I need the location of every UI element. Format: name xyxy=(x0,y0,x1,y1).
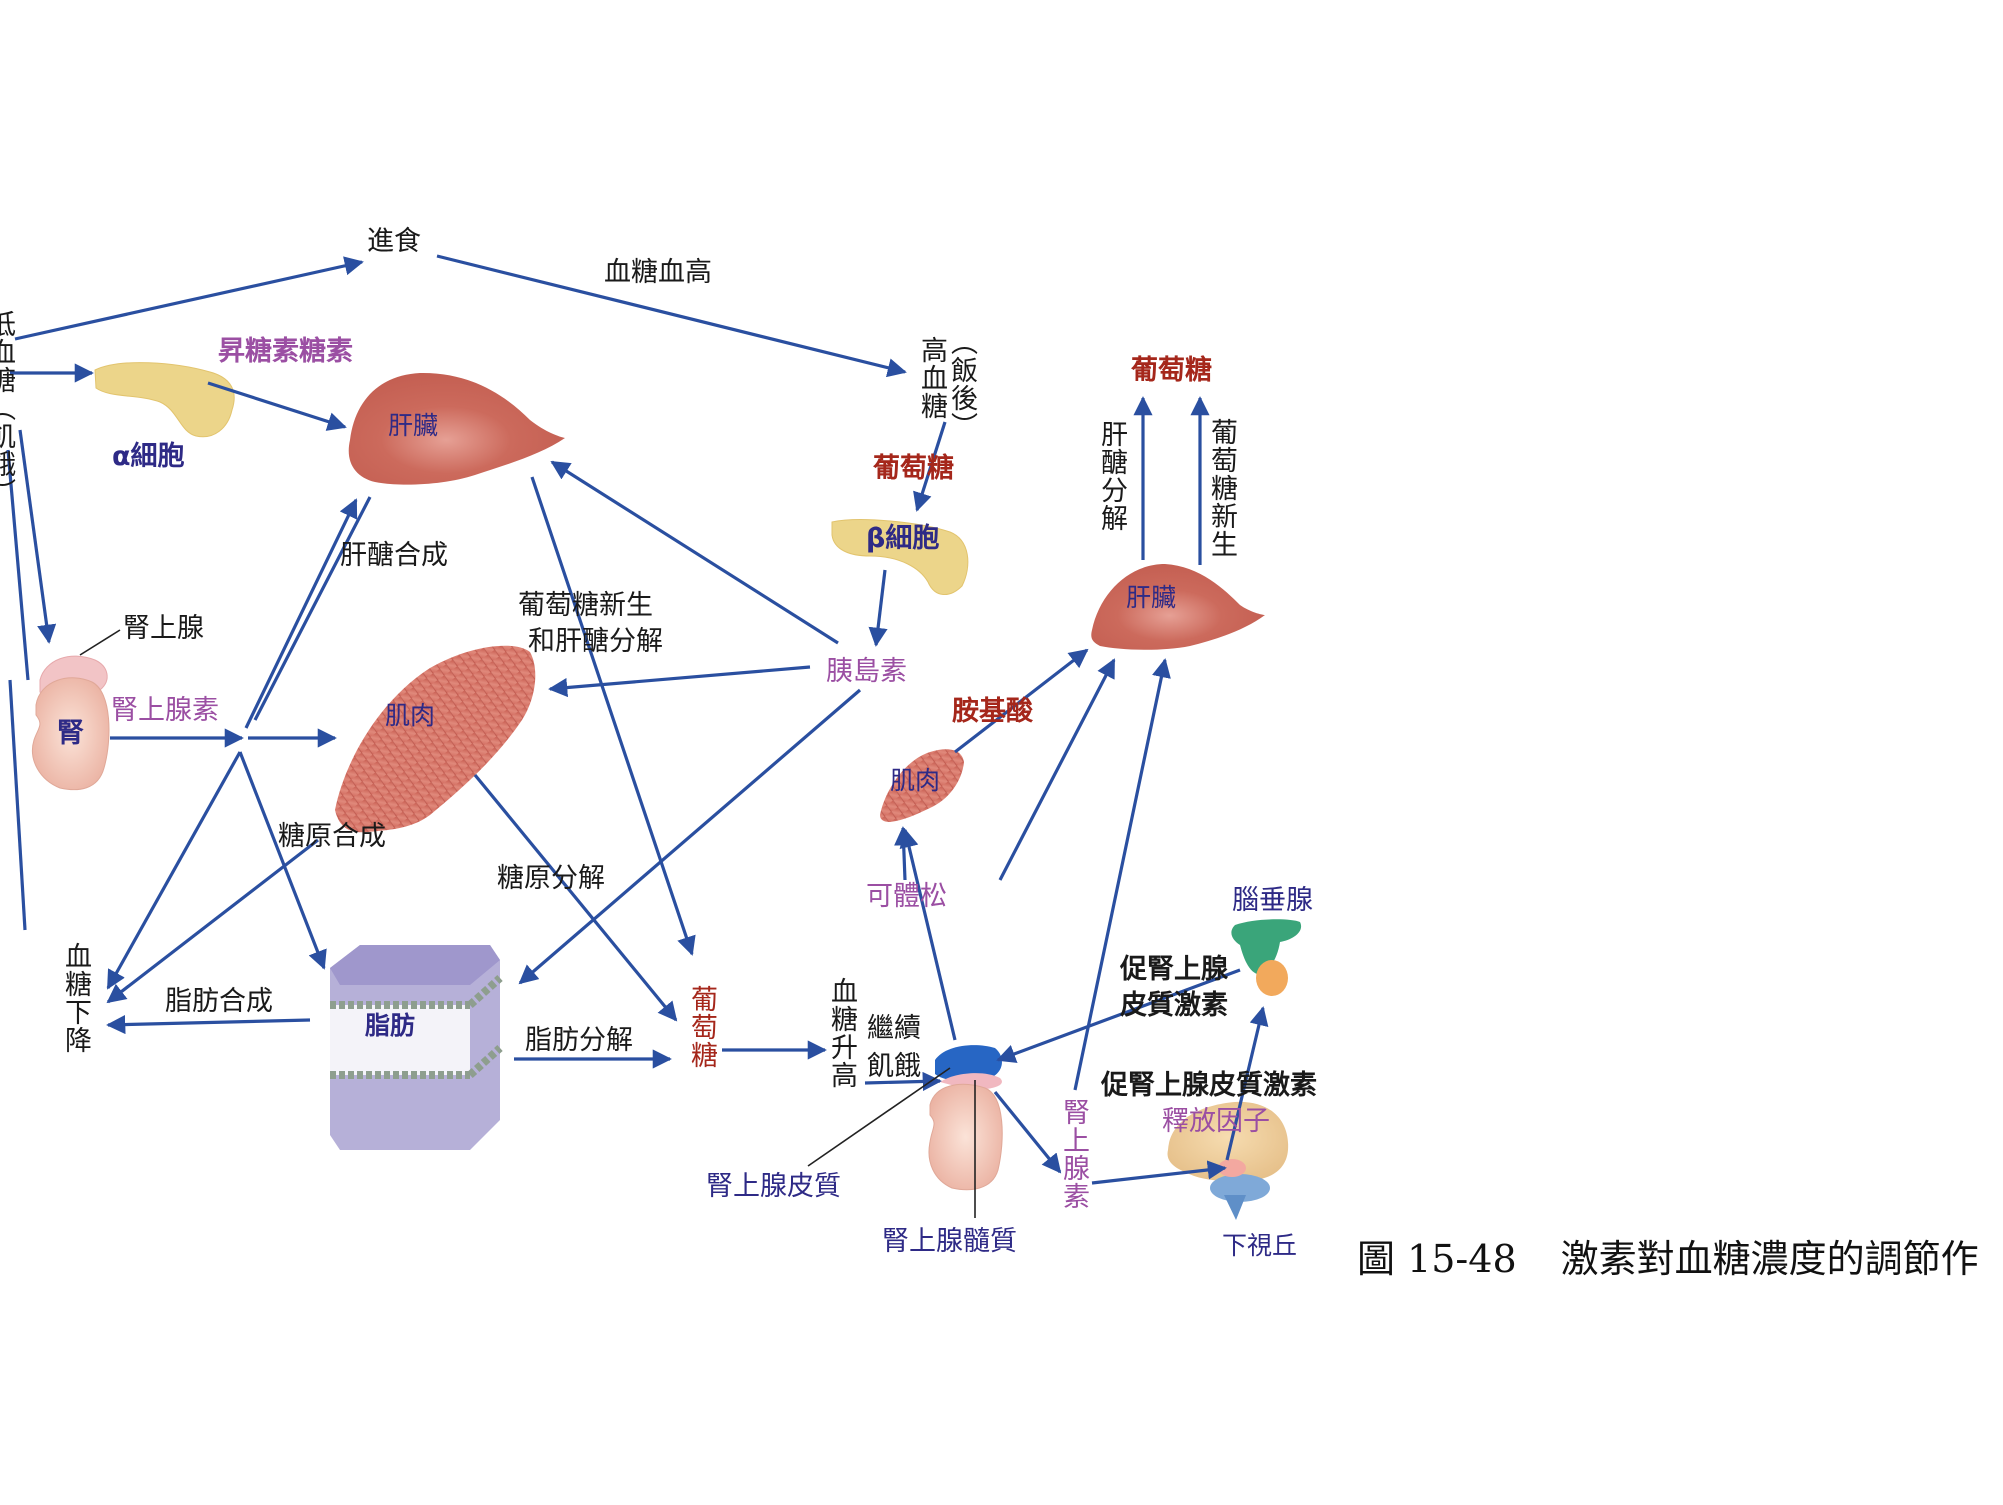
brain-organ xyxy=(1167,1101,1289,1220)
pituitary-label: 腦垂腺 xyxy=(1232,885,1313,916)
arrow-insulin-to-liver xyxy=(550,460,839,645)
fat-synthesis-label: 脂肪合成 xyxy=(165,986,273,1017)
adrenal-kidney-organ-left xyxy=(32,655,110,791)
arrow-hypothalamus-to-pituitary xyxy=(1225,1006,1269,1161)
kidney-label: 腎 xyxy=(57,718,84,749)
glucose-label-center: 葡萄糖 xyxy=(686,985,717,1069)
adrenal-kidney-organ-right xyxy=(928,1045,1003,1191)
line-hunger-to-bsdown-2 xyxy=(8,679,27,931)
arrow-muscle-to-glucose xyxy=(473,773,678,1022)
crh-label-2: 釋放因子 xyxy=(1162,1106,1270,1137)
arrow-liver-to-glucose xyxy=(530,476,696,956)
arrow-epinephrine-to-liver xyxy=(1073,658,1171,1091)
blood-sugar-high-label: 血糖血高 xyxy=(604,257,712,288)
figure-number: 圖 15-48 xyxy=(1357,1237,1517,1281)
fat-tissue-organ xyxy=(330,945,503,1150)
figure-title: 激素對血糖濃度的調節作 xyxy=(1560,1237,1979,1281)
blood-sugar-up-label: 血糖升高 xyxy=(826,977,857,1089)
arrow-fat-to-bsdown xyxy=(106,1014,311,1035)
eating-label: 進食 xyxy=(367,226,421,257)
muscle-organ-right xyxy=(880,749,964,822)
liver-glycogenolysis-label: 肝醣分解 xyxy=(1096,420,1127,532)
line-liver-to-bsdown xyxy=(253,496,372,721)
gluconeogenesis-label-2: 和肝醣分解 xyxy=(528,626,663,657)
arrow-highbs-to-beta xyxy=(913,421,947,512)
glycogenolysis-label: 糖原分解 xyxy=(497,863,605,894)
arrow-muscle-to-bsdown xyxy=(106,838,319,1004)
muscle-organ-left xyxy=(335,645,536,833)
liver-label-right: 肝臟 xyxy=(1126,583,1177,612)
arrow-liver-junction-to-bsdown xyxy=(106,751,242,990)
arrow-junction-to-fat xyxy=(238,751,327,970)
adrenal-cortex-label: 腎上腺皮質 xyxy=(706,1171,841,1202)
epinephrine-label: 腎上腺素 xyxy=(111,695,219,726)
arrow-alpha-to-liver xyxy=(207,381,347,431)
muscle-label-right: 肌肉 xyxy=(890,766,941,795)
line-hunger-to-bsdown xyxy=(6,449,30,681)
arrow-cortisol-path-to-liver xyxy=(998,658,1116,881)
hypothalamus-label: 下視丘 xyxy=(1222,1231,1298,1260)
arrows xyxy=(6,254,1269,1185)
glucose-label-top: 葡萄糖 xyxy=(873,453,954,484)
arrow-beta-to-insulin xyxy=(868,569,888,647)
arrow-eating-to-high-blood-sugar xyxy=(436,254,907,378)
hunger-label-right: 飢餓 xyxy=(867,1051,921,1082)
blood-sugar-down-label: 血糖下降 xyxy=(60,942,91,1054)
arrow-adrenal-to-brain xyxy=(993,1090,1062,1174)
gluconeogenesis-label-right: 葡萄糖新生 xyxy=(1206,418,1237,558)
muscle-label-left: 肌肉 xyxy=(385,701,436,730)
crh-label-1: 促腎上腺皮質激素 xyxy=(1101,1070,1317,1101)
adrenal-gland-label: 腎上腺 xyxy=(123,613,204,644)
liver-label-left: 肝臟 xyxy=(388,411,439,440)
glucagon-label: 昇糖素糖素 xyxy=(218,336,353,367)
after-meal-label: （飯後） xyxy=(946,328,977,440)
amino-acids-label: 胺基酸 xyxy=(952,696,1033,727)
arrow-hunger-to-adrenal-right xyxy=(864,1071,942,1092)
acth-label-2: 皮質激素 xyxy=(1120,990,1228,1021)
arrow-insulin-to-muscle xyxy=(548,665,811,698)
continued-label: 繼續 xyxy=(867,1013,921,1044)
pancreas-alpha-organ xyxy=(94,362,235,438)
glucose-label-right: 葡萄糖 xyxy=(1131,355,1212,386)
arrow-insulin-to-fat xyxy=(518,688,862,985)
hunger-trigger-label: 低血糖（飢餓） xyxy=(0,310,15,506)
arrow-hunger-to-eating xyxy=(14,256,364,341)
alpha-cell-label: α細胞 xyxy=(112,441,185,472)
leader-lines xyxy=(79,629,976,1218)
lipolysis-label: 脂肪分解 xyxy=(525,1025,633,1056)
high-blood-sugar-label: 高血糖 xyxy=(916,336,947,420)
arrow-cortisol-to-muscle xyxy=(894,826,914,881)
arrow-junction-to-liver xyxy=(244,498,358,729)
arrow-hunger-to-adrenal xyxy=(18,429,57,644)
pituitary-organ xyxy=(1231,919,1302,996)
arrow-muscle-to-liver-aminoacid xyxy=(954,648,1089,754)
arrow-adrenal-to-cortisol xyxy=(899,828,957,1041)
liver-organ-right xyxy=(1091,564,1265,650)
insulin-label: 胰島素 xyxy=(826,656,907,687)
liver-glycogen-synthesis-label: 肝醣合成 xyxy=(340,540,448,571)
arrow-acth-to-adrenal xyxy=(996,968,1241,1063)
beta-cell-label: β細胞 xyxy=(866,523,940,554)
adrenal-medulla-label: 腎上腺髓質 xyxy=(882,1226,1017,1257)
gluconeogenesis-label-1: 葡萄糖新生 xyxy=(518,590,653,621)
epinephrine-label-right: 腎上腺素 xyxy=(1058,1098,1089,1210)
figure-caption: 圖 15-48 激素對血糖濃度的調節作 xyxy=(1357,1228,1979,1283)
pancreas-beta-organ xyxy=(831,519,969,595)
liver-organ-left xyxy=(348,372,565,485)
cortisol-label: 可體松 xyxy=(866,881,947,912)
acth-label-1: 促腎上腺 xyxy=(1120,954,1228,985)
glycogen-synthesis-label: 糖原合成 xyxy=(278,821,386,852)
fat-label: 脂肪 xyxy=(365,1011,416,1040)
arrow-epi-to-hypothalamus xyxy=(1091,1160,1227,1185)
